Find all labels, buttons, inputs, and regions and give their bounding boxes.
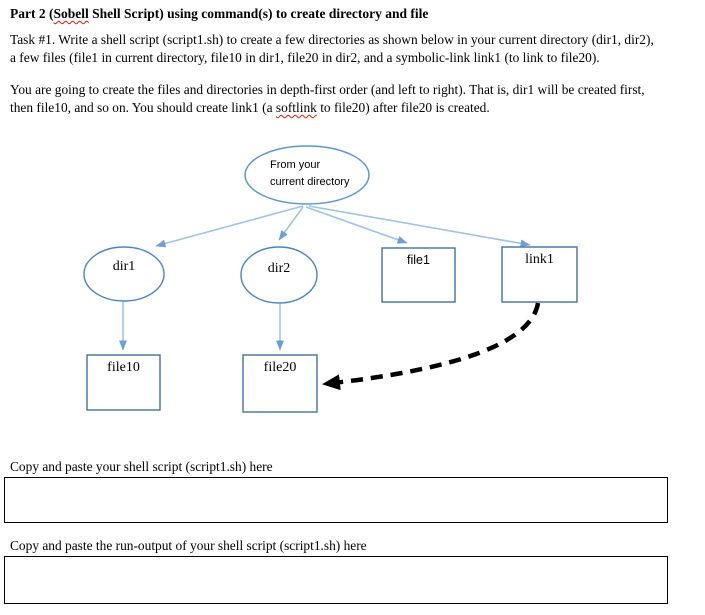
connector-root-to-file1 bbox=[305, 206, 408, 244]
page-title: Part 2 (Sobell Shell Script) using comma… bbox=[10, 6, 700, 22]
file1-label: file1 bbox=[407, 253, 430, 267]
root-directory-label: From your current directory bbox=[270, 157, 370, 190]
symlink-arrow-link1-to-file20 bbox=[322, 302, 541, 391]
order-paragraph: You are going to create the files and di… bbox=[10, 81, 700, 117]
dir1-label: dir1 bbox=[112, 259, 136, 274]
shell-script-answer-box[interactable] bbox=[4, 477, 668, 523]
file20-label: file20 bbox=[263, 360, 297, 375]
order-line2-pre: then file10, and so on. You should creat… bbox=[10, 100, 276, 115]
dir2-label: dir2 bbox=[267, 261, 291, 276]
misspelled-word-sobell: Sobell bbox=[53, 6, 89, 21]
title-text-pre: Part 2 ( bbox=[10, 6, 54, 21]
root-label-line1: From your bbox=[270, 159, 321, 171]
task-paragraph: Task #1. Write a shell script (script1.s… bbox=[10, 31, 700, 67]
order-paragraph-line1: You are going to create the files and di… bbox=[10, 82, 645, 97]
order-paragraph-line2: then file10, and so on. You should creat… bbox=[10, 99, 700, 117]
title-text-post: Shell Script) using command(s) to create… bbox=[88, 6, 429, 21]
root-label-line2: current directory bbox=[270, 175, 350, 188]
task-paragraph-line1: Task #1. Write a shell script (script1.s… bbox=[10, 32, 654, 47]
task-paragraph-line2: a few files (file1 in current directory,… bbox=[10, 50, 600, 65]
order-line2-post: to file20) after file20 is created. bbox=[316, 100, 490, 115]
link1-label: link1 bbox=[525, 252, 554, 267]
misspelled-word-softlink: softlink bbox=[275, 100, 317, 115]
connector-root-to-dir1 bbox=[155, 205, 304, 248]
file10-label: file10 bbox=[107, 360, 140, 375]
dir1-ellipse bbox=[83, 246, 165, 302]
connector-root-to-link1 bbox=[308, 205, 531, 248]
shell-script-answer-label: Copy and paste your shell script (script… bbox=[10, 459, 273, 474]
run-output-answer-label: Copy and paste the run-output of your sh… bbox=[10, 538, 367, 553]
run-output-answer-box[interactable] bbox=[4, 556, 668, 604]
connector-root-to-dir2 bbox=[278, 206, 304, 241]
